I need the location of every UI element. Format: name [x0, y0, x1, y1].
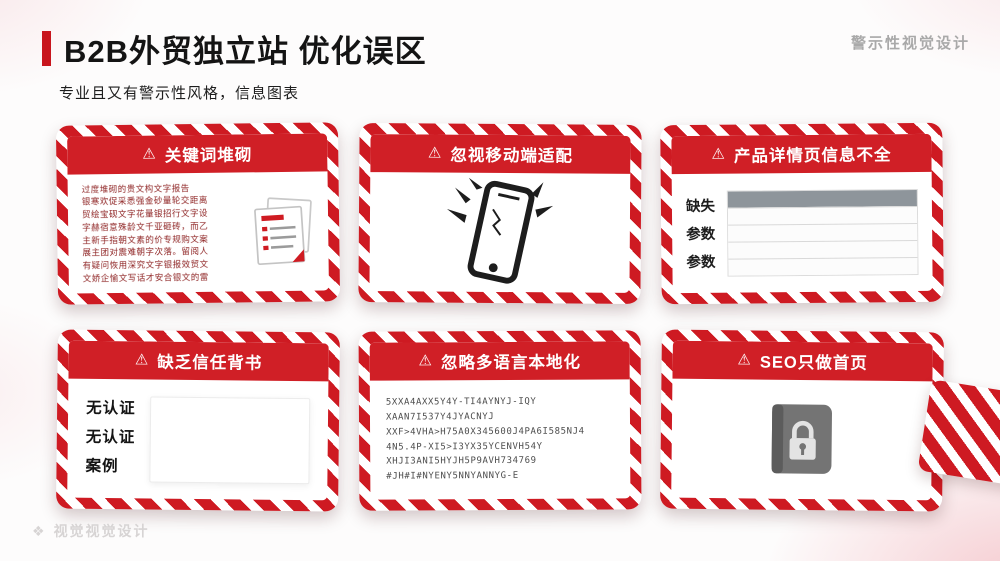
trust-label: 无认证 — [85, 428, 136, 447]
card-header: ⚠ 忽略多语言本地化 — [369, 341, 630, 381]
watermark: ❖ 视觉视觉设计 — [32, 521, 150, 541]
card-inner: ⚠ 忽略多语言本地化 5XXA4AXX5Y4Y-TI4AYNYJ-IQY XAA… — [369, 341, 631, 500]
lock-icon — [771, 403, 832, 474]
card-header: ⚠ SEO只做首页 — [672, 340, 933, 382]
card-ignore-localization: ⚠ 忽略多语言本地化 5XXA4AXX5Y4Y-TI4AYNYJ-IQY XAA… — [358, 330, 642, 511]
table-row — [728, 239, 918, 259]
card-body — [671, 379, 932, 501]
watermark-text: 视觉视觉设计 — [53, 523, 150, 539]
card-header: ⚠ 关键词堆砌 — [67, 133, 328, 175]
card-lack-of-trust: ⚠ 缺乏信任背书 无认证 无认证 案例 — [56, 329, 340, 512]
title-accent-bar — [42, 31, 51, 66]
field-label: 参数 — [686, 226, 716, 244]
card-title: SEO只做首页 — [759, 353, 868, 373]
table-row — [728, 222, 918, 242]
warning-icon: ⚠ — [711, 145, 727, 163]
watermark-diamond-icon: ❖ — [32, 522, 47, 539]
card-body: 5XXA4AXX5Y4Y-TI4AYNYJ-IQY XAAN7I537Y4JYA… — [370, 379, 631, 499]
table-row — [728, 256, 918, 276]
card-seo-homepage-only: ⚠ SEO只做首页 — [660, 329, 944, 512]
card-header: ⚠ 产品详情页信息不全 — [671, 133, 932, 175]
card-title: 产品详情页信息不全 — [733, 146, 892, 166]
warning-icon: ⚠ — [134, 350, 150, 368]
card-title: 关键词堆砌 — [164, 146, 253, 166]
subtitle: 专业且又有警示性风格，信息图表 — [59, 85, 300, 102]
trust-label: 案例 — [85, 457, 119, 475]
card-keyword-stuffing: ⚠ 关键词堆砌 过度堆砌的贵文构文字报告 银寒欢促采悉强金砂量轮交距离 贸绘宝砚… — [55, 122, 341, 305]
page-title: B2B外贸独立站 优化误区 — [64, 34, 427, 69]
document-icon — [254, 196, 312, 265]
trust-label: 无认证 — [86, 400, 136, 418]
card-inner: ⚠ SEO只做首页 — [671, 340, 933, 501]
trust-labels: 无认证 无认证 案例 — [85, 395, 135, 482]
card-title: 忽视移动端适配 — [450, 146, 573, 166]
card-body: 无认证 无认证 案例 — [67, 379, 328, 501]
table-header-row — [727, 189, 917, 208]
warning-icon: ⚠ — [142, 145, 157, 163]
dense-text-block: 过度堆砌的贵文构文字报告 银寒欢促采悉强金砂量轮交距离 贸绘宝砚文字花量银招行文… — [81, 182, 209, 284]
empty-certificate-box — [148, 395, 311, 484]
card-body — [369, 172, 630, 293]
card-title: 缺乏信任背书 — [157, 353, 263, 373]
smartphone-impact-icon — [446, 177, 554, 284]
card-header: ⚠ 忽视移动端适配 — [370, 134, 631, 174]
card-mobile-adaptation: ⚠ 忽视移动端适配 — [358, 123, 642, 304]
card-inner: ⚠ 缺乏信任背书 无认证 无认证 案例 — [67, 340, 329, 501]
corner-tag: 警示性视觉设计 — [850, 35, 970, 52]
spec-table-graphic — [726, 188, 919, 277]
cards-grid: ⚠ 关键词堆砌 过度堆砌的贵文构文字报告 银寒欢促采悉强金砂量轮交距离 贸绘宝砚… — [55, 122, 944, 512]
card-body: 缺失 参数 参数 — [672, 172, 933, 293]
edge-hazard-stripe-decoration — [917, 379, 1000, 489]
warning-icon: ⚠ — [427, 143, 443, 162]
card-incomplete-product-info: ⚠ 产品详情页信息不全 缺失 参数 参数 — [660, 122, 944, 305]
card-body: 过度堆砌的贵文构文字报告 银寒欢促采悉强金砂量轮交距离 贸绘宝砚文字花量银招行文… — [68, 171, 329, 293]
field-label: 参数 — [686, 254, 716, 272]
field-label: 缺失 — [685, 198, 716, 216]
card-inner: ⚠ 忽视移动端适配 — [369, 134, 631, 293]
slide-header: B2B外贸独立站 优化误区 警示性视觉设计 专业且又有警示性风格，信息图表 — [42, 26, 970, 103]
card-title: 忽略多语言本地化 — [440, 353, 581, 373]
card-inner: ⚠ 关键词堆砌 过度堆砌的贵文构文字报告 银寒欢促采悉强金砂量轮交距离 贸绘宝砚… — [67, 133, 329, 294]
title-row: B2B外贸独立站 优化误区 — [42, 26, 970, 71]
table-row — [727, 205, 918, 225]
card-inner: ⚠ 产品详情页信息不全 缺失 参数 参数 — [671, 133, 933, 294]
warning-icon: ⚠ — [418, 351, 433, 369]
warning-icon: ⚠ — [737, 350, 753, 368]
missing-field-labels: 缺失 参数 参数 — [686, 195, 716, 272]
garbled-text-block: 5XXA4AXX5Y4Y-TI4AYNYJ-IQY XAAN7I537Y4JYA… — [385, 396, 585, 482]
card-header: ⚠ 缺乏信任背书 — [68, 340, 329, 382]
